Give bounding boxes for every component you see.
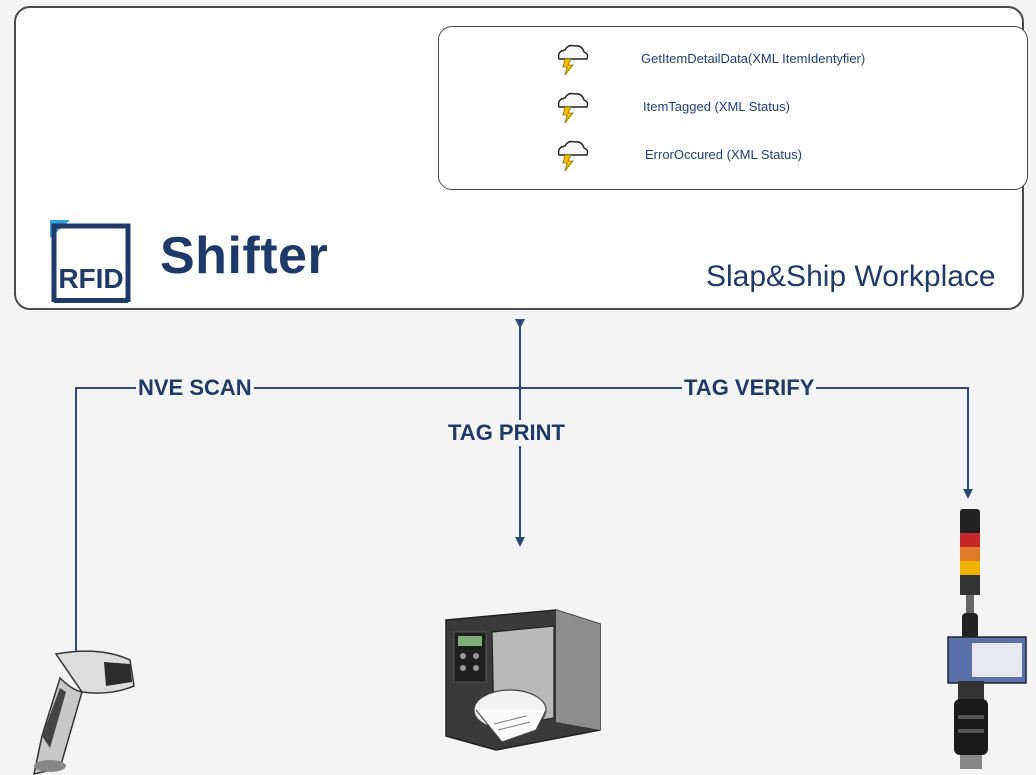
rfid-logo-icon: RFID xyxy=(50,220,131,303)
barcode-scanner-icon xyxy=(33,650,135,775)
lightning-cloud-icon xyxy=(557,140,589,172)
events-panel: GetItemDetailData(XML ItemIdentyfier) It… xyxy=(438,26,1028,190)
scan-label: NVE SCAN xyxy=(136,375,254,401)
event-item: ErrorOccured (XML Status) xyxy=(439,137,1027,173)
verify-connector xyxy=(522,387,973,499)
lightning-cloud-icon xyxy=(557,92,589,124)
print-label: TAG PRINT xyxy=(446,420,567,446)
verify-label: TAG VERIFY xyxy=(682,375,817,401)
lightning-cloud-icon xyxy=(557,44,589,76)
workplace-title: Slap&Ship Workplace xyxy=(706,260,996,293)
event-item: ItemTagged (XML Status) xyxy=(439,89,1027,125)
label-printer-icon xyxy=(445,609,601,751)
signal-tower-reader-icon xyxy=(947,509,1027,769)
event-label: GetItemDetailData(XML ItemIdentyfier) xyxy=(641,51,866,66)
logo-text: RFID xyxy=(58,263,123,294)
scan-connector xyxy=(75,387,522,655)
workplace-container: GetItemDetailData(XML ItemIdentyfier) It… xyxy=(14,6,1028,310)
event-item: GetItemDetailData(XML ItemIdentyfier) xyxy=(439,41,1027,77)
event-label: ErrorOccured (XML Status) xyxy=(645,147,803,162)
event-label: ItemTagged (XML Status) xyxy=(643,99,790,114)
product-name: Shifter xyxy=(160,227,329,285)
